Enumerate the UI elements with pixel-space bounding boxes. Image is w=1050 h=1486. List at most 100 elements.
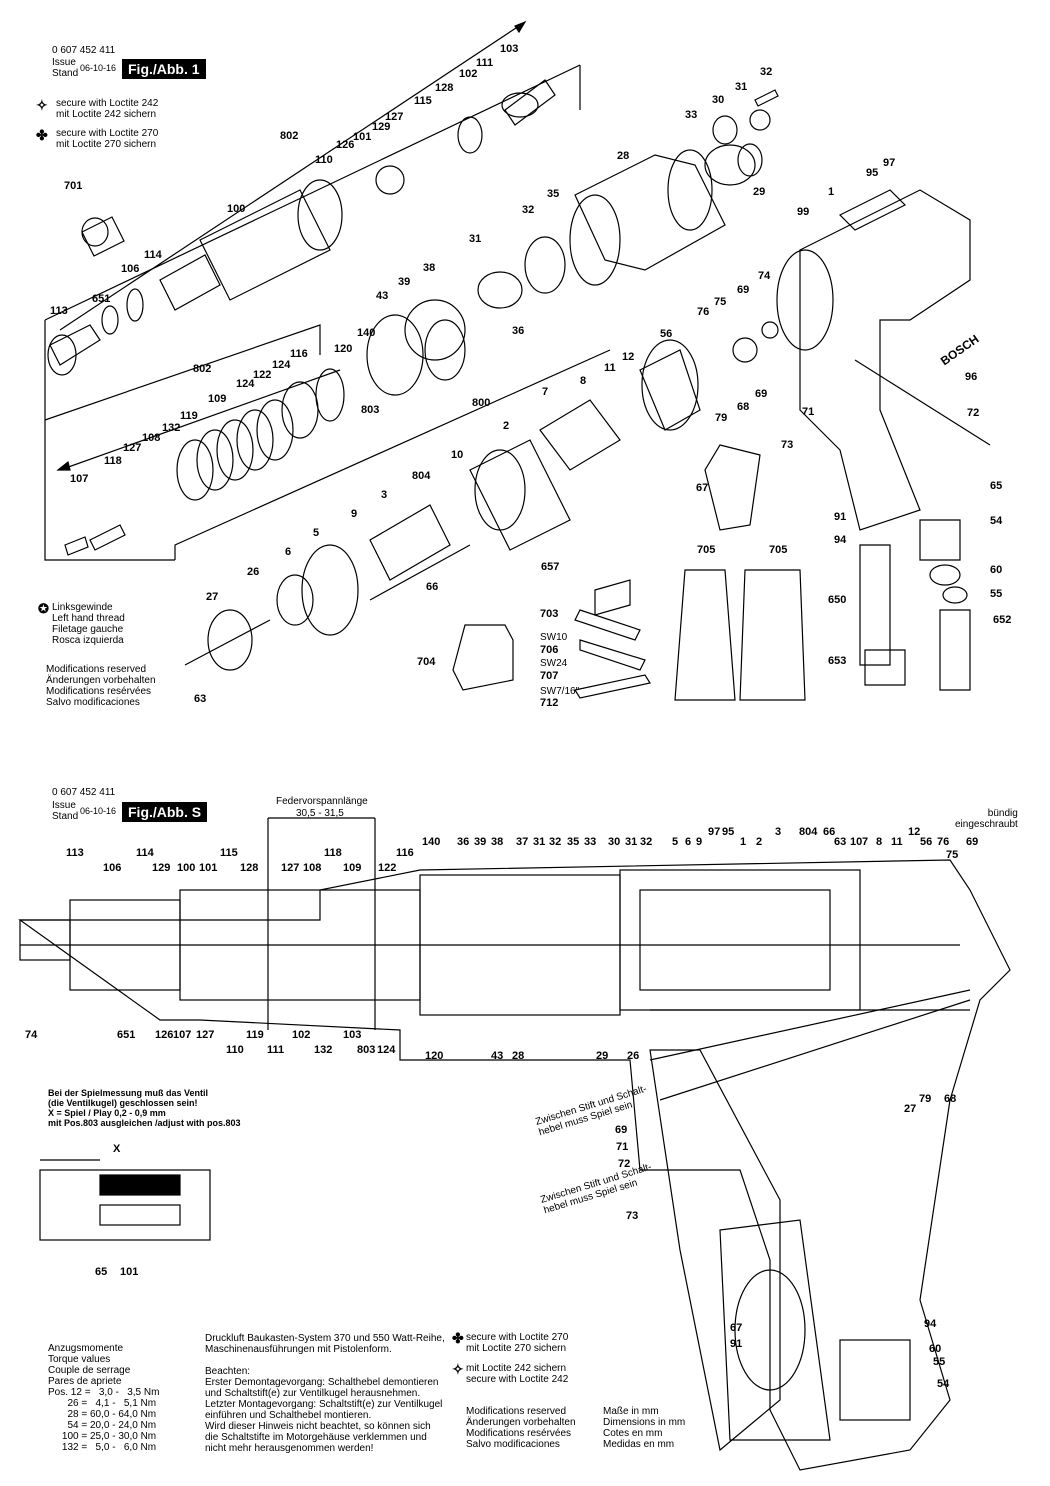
fig1-callout-35: 122 — [253, 369, 272, 381]
loctite242-note-bottom: mit Loctite 242 sichern secure with Loct… — [466, 1363, 569, 1385]
figS-callout-33: 3 — [775, 826, 782, 838]
figS-callout-18: 37 — [516, 836, 529, 848]
fig1-callout-87: 657 — [541, 561, 560, 573]
fig1-callout-52: 76 — [697, 306, 710, 318]
fig1-callout-50: 69 — [737, 284, 750, 296]
figS-callout-72: 91 — [730, 1338, 743, 1350]
fig1-callout-43: 118 — [104, 455, 122, 467]
fig1-callout-84: 27 — [206, 591, 219, 603]
figS-callout-62: 29 — [596, 1050, 609, 1062]
fig1-callout-60: 73 — [781, 439, 794, 451]
fig1-callout-55: 68 — [737, 401, 750, 413]
fig1-callout-42: 127 — [123, 442, 142, 454]
fig1-callout-80: 9 — [351, 508, 358, 520]
fig1-callout-74: 7 — [542, 386, 549, 398]
figS-callout-12: 122 — [378, 862, 397, 874]
figS-callout-37: 10 — [850, 836, 863, 848]
figS-callout-6: 115 — [220, 847, 238, 859]
figS-callout-53: 111 — [267, 1044, 285, 1056]
fig1-callout-93: 712 — [540, 697, 559, 709]
fig1-callout-1: 111 — [476, 57, 494, 69]
figS-callout-5: 101 — [199, 862, 218, 874]
issue-label-bottom: Issue Stand — [52, 800, 79, 822]
fig1-callout-8: 126 — [336, 139, 355, 151]
figS-callout-63: 26 — [627, 1050, 640, 1062]
figS-callout-7: 128 — [240, 862, 259, 874]
figS-callout-54: 102 — [292, 1029, 311, 1041]
figS-callout-57: 803 — [357, 1044, 376, 1056]
part-number-bottom: 0 607 452 411 — [52, 787, 116, 798]
fig1-callout-67: 55 — [990, 588, 1003, 600]
figS-callout-49: 107 — [173, 1029, 192, 1041]
figS-callout-27: 6 — [685, 836, 692, 848]
fig1-callout-33: 116 — [290, 348, 308, 360]
fig1-callout-51: 75 — [714, 296, 727, 308]
figS-callout-36: 63 — [834, 836, 847, 848]
figS-callout-75: 55 — [933, 1356, 946, 1368]
fig1-callout-59: 72 — [967, 407, 980, 419]
fig1-callout-90: 703 — [540, 608, 559, 620]
figS-callout-46: 74 — [25, 1029, 38, 1041]
fig1-callout-2: 102 — [459, 68, 478, 80]
fig1-callout-88: 705 — [697, 544, 716, 556]
figS-callout-43: 76 — [937, 836, 950, 848]
figS-callout-50: 127 — [196, 1029, 215, 1041]
fig1-callout-21: 28 — [617, 150, 630, 162]
figS-callout-40: 11 — [891, 836, 903, 848]
figS-callout-38: 7 — [862, 836, 869, 848]
flush-note: bündig eingeschraubt — [955, 808, 1018, 830]
fig1-callout-53: 56 — [660, 328, 673, 340]
fig1-callout-26: 36 — [512, 325, 525, 337]
fig1-callout-66: 60 — [990, 564, 1003, 576]
figS-callout-25: 32 — [640, 836, 653, 848]
figS-callout-3: 129 — [152, 862, 171, 874]
figS-callout-1: 106 — [103, 862, 122, 874]
fig1-callout-0: 103 — [500, 43, 519, 55]
fig1-callout-73: 8 — [580, 375, 587, 387]
fig1-callout-38: 109 — [208, 393, 227, 405]
issue-label-top: Issue Stand — [52, 57, 79, 79]
figS-callout-52: 119 — [246, 1029, 264, 1041]
figS-callout-26: 5 — [672, 836, 679, 848]
fig1-callout-68: 650 — [828, 594, 847, 606]
fig1-callout-57: 96 — [965, 371, 978, 383]
fig1-callout-14: 106 — [121, 263, 140, 275]
fig1-callout-69: 652 — [993, 614, 1012, 626]
figS-callout-4: 100 — [177, 862, 196, 874]
fig1-callout-58: 71 — [802, 406, 815, 418]
fig1-callout-29: 43 — [376, 290, 389, 302]
figS-callout-71: 67 — [730, 1322, 743, 1334]
figS-callout-39: 8 — [876, 836, 883, 848]
fig1-callout-56: 79 — [715, 412, 728, 424]
fig1-callout-6: 129 — [372, 121, 391, 133]
figS-callout-59: 120 — [425, 1050, 444, 1062]
figS-callout-35: 66 — [823, 826, 836, 838]
figS-callout-48: 126 — [155, 1029, 174, 1041]
figS-callout-51: 110 — [226, 1044, 244, 1056]
figS-callout-29: 97 — [708, 826, 721, 838]
fig1-callout-81: 5 — [313, 527, 320, 539]
loctite242-note-top: secure with Loctite 242 mit Loctite 242 … — [56, 98, 159, 120]
fig1-callout-9: 802 — [280, 130, 299, 142]
figS-callout-30: 95 — [722, 826, 735, 838]
fig1-callout-39: 119 — [180, 410, 198, 422]
fig1-callout-92: 707 — [540, 670, 559, 682]
fig1-callout-64: 91 — [834, 511, 847, 523]
fig1-callout-5: 127 — [385, 111, 404, 123]
figS-callout-28: 9 — [696, 836, 703, 848]
figS-callout-56: 103 — [343, 1029, 362, 1041]
fig1-callout-27: 38 — [423, 262, 436, 274]
fig1-callout-37: 802 — [193, 363, 212, 375]
figS-callout-20: 32 — [549, 836, 562, 848]
figS-callout-8: 127 — [281, 862, 300, 874]
figS-callout-76: 54 — [937, 1378, 950, 1390]
figS-callout-47: 651 — [117, 1029, 136, 1041]
modifications-note-top: Modifications reserved Änderungen vorbeh… — [46, 664, 156, 708]
preload-value: 30,5 - 31,5 — [296, 808, 344, 819]
fig1-callout-31: 140 — [357, 327, 376, 339]
fig1-callout-49: 74 — [758, 270, 771, 282]
preload-title: Federvorspannlänge — [276, 796, 368, 807]
figS-callout-45: 69 — [966, 836, 979, 848]
figS-callout-55: 132 — [314, 1044, 333, 1056]
fig1-callout-79: 3 — [381, 489, 388, 501]
